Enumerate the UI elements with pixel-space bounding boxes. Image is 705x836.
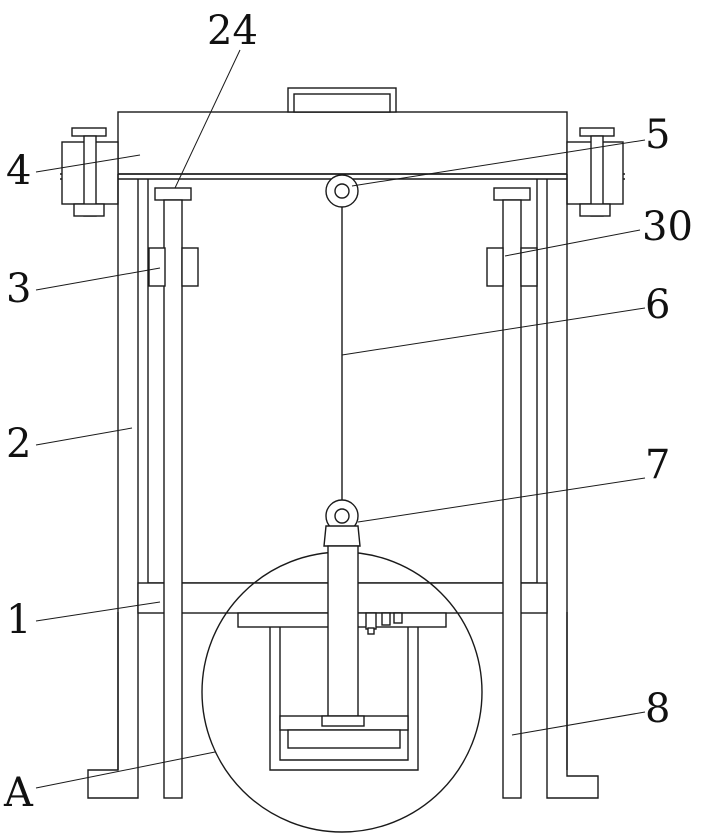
pulley-rope-assembly [324,175,360,546]
label-5: 5 [645,112,670,158]
right-guide-rod [487,188,537,798]
label-6: 6 [645,282,670,328]
label-30: 30 [642,204,693,250]
left-clamp-assembly [62,128,118,216]
label-1: 1 [6,597,31,643]
label-4: 4 [6,148,31,194]
label-a: A [3,770,34,816]
label-3: 3 [6,266,31,312]
label-8: 8 [645,686,670,732]
label-7: 7 [645,442,670,488]
label-24: 24 [207,8,258,54]
label-2: 2 [6,421,31,467]
right-clamp-assembly [567,128,623,216]
top-cover [60,88,625,179]
left-guide-rod [149,188,198,798]
